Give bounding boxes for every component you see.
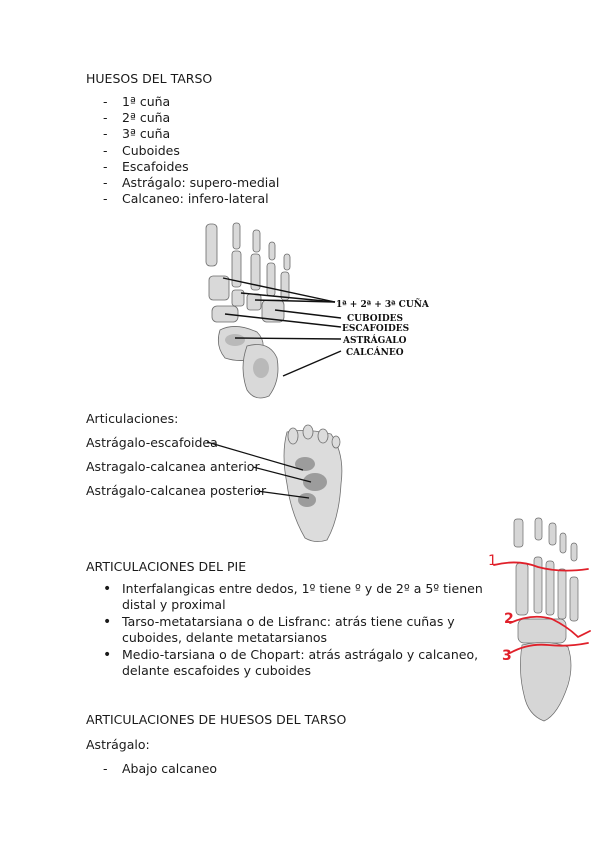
articulation-label: Astrágalo-calcanea posterior bbox=[86, 483, 267, 498]
section-title-huesos-del-tarso: HUESOS DEL TARSO bbox=[86, 71, 213, 86]
foot-joints-list: Interfalangicas entre dedos, 1º tiene º … bbox=[103, 581, 508, 680]
list-item: Calcaneo: infero-lateral bbox=[103, 191, 279, 207]
label-cuboides: CUBOIDES bbox=[347, 314, 403, 324]
list-item: Abajo calcaneo bbox=[103, 761, 217, 777]
list-item: Tarso-metatarsiana o de Lisfranc: atrás … bbox=[103, 614, 508, 646]
section-title-articulaciones: Articulaciones: bbox=[86, 411, 179, 426]
section-title-articulaciones-del-pie: ARTICULACIONES DEL PIE bbox=[86, 559, 247, 574]
list-item: 1ª cuña bbox=[103, 94, 279, 110]
foot-bones-figure: 1ª + 2ª + 3ª CUÑA CUBOIDES ESCAFOIDES AS… bbox=[205, 222, 430, 399]
list-item: 3ª cuña bbox=[103, 126, 279, 142]
mark-3: 3 bbox=[502, 648, 512, 664]
list-item: Astrágalo: supero-medial bbox=[103, 175, 279, 191]
list-item: Medio-tarsiana o de Chopart: atrás astrá… bbox=[103, 647, 508, 679]
astragalo-list: Abajo calcaneo bbox=[103, 761, 217, 777]
label-astragalo: ASTRÁGALO bbox=[342, 334, 407, 346]
label-escafoides: ESCAFOIDES bbox=[342, 324, 409, 334]
list-item: Interfalangicas entre dedos, 1º tiene º … bbox=[103, 581, 508, 613]
foot-joints-annotated-figure: 1 2 3 bbox=[488, 517, 591, 722]
tarsal-bones-list: 1ª cuña 2ª cuña 3ª cuña Cuboides Escafoi… bbox=[103, 94, 279, 208]
hand-drawn-lines bbox=[493, 561, 591, 654]
list-item: 2ª cuña bbox=[103, 110, 279, 126]
label-calcaneo: CALCÁNEO bbox=[346, 346, 404, 358]
label-cunas: 1ª + 2ª + 3ª CUÑA bbox=[336, 298, 430, 310]
list-item: Escafoides bbox=[103, 159, 279, 175]
mark-2: 2 bbox=[504, 611, 514, 627]
foot-articulations-figure bbox=[206, 424, 343, 542]
mark-1: 1 bbox=[488, 553, 497, 569]
articulation-label: Astragalo-calcanea anterior bbox=[86, 459, 260, 474]
articulation-label: Astrágalo-escafoidea bbox=[86, 435, 218, 450]
section-title-articulaciones-huesos-tarso: ARTICULACIONES DE HUESOS DEL TARSO bbox=[86, 712, 347, 727]
subtitle-astragalo: Astrágalo: bbox=[86, 737, 150, 752]
list-item: Cuboides bbox=[103, 143, 279, 159]
